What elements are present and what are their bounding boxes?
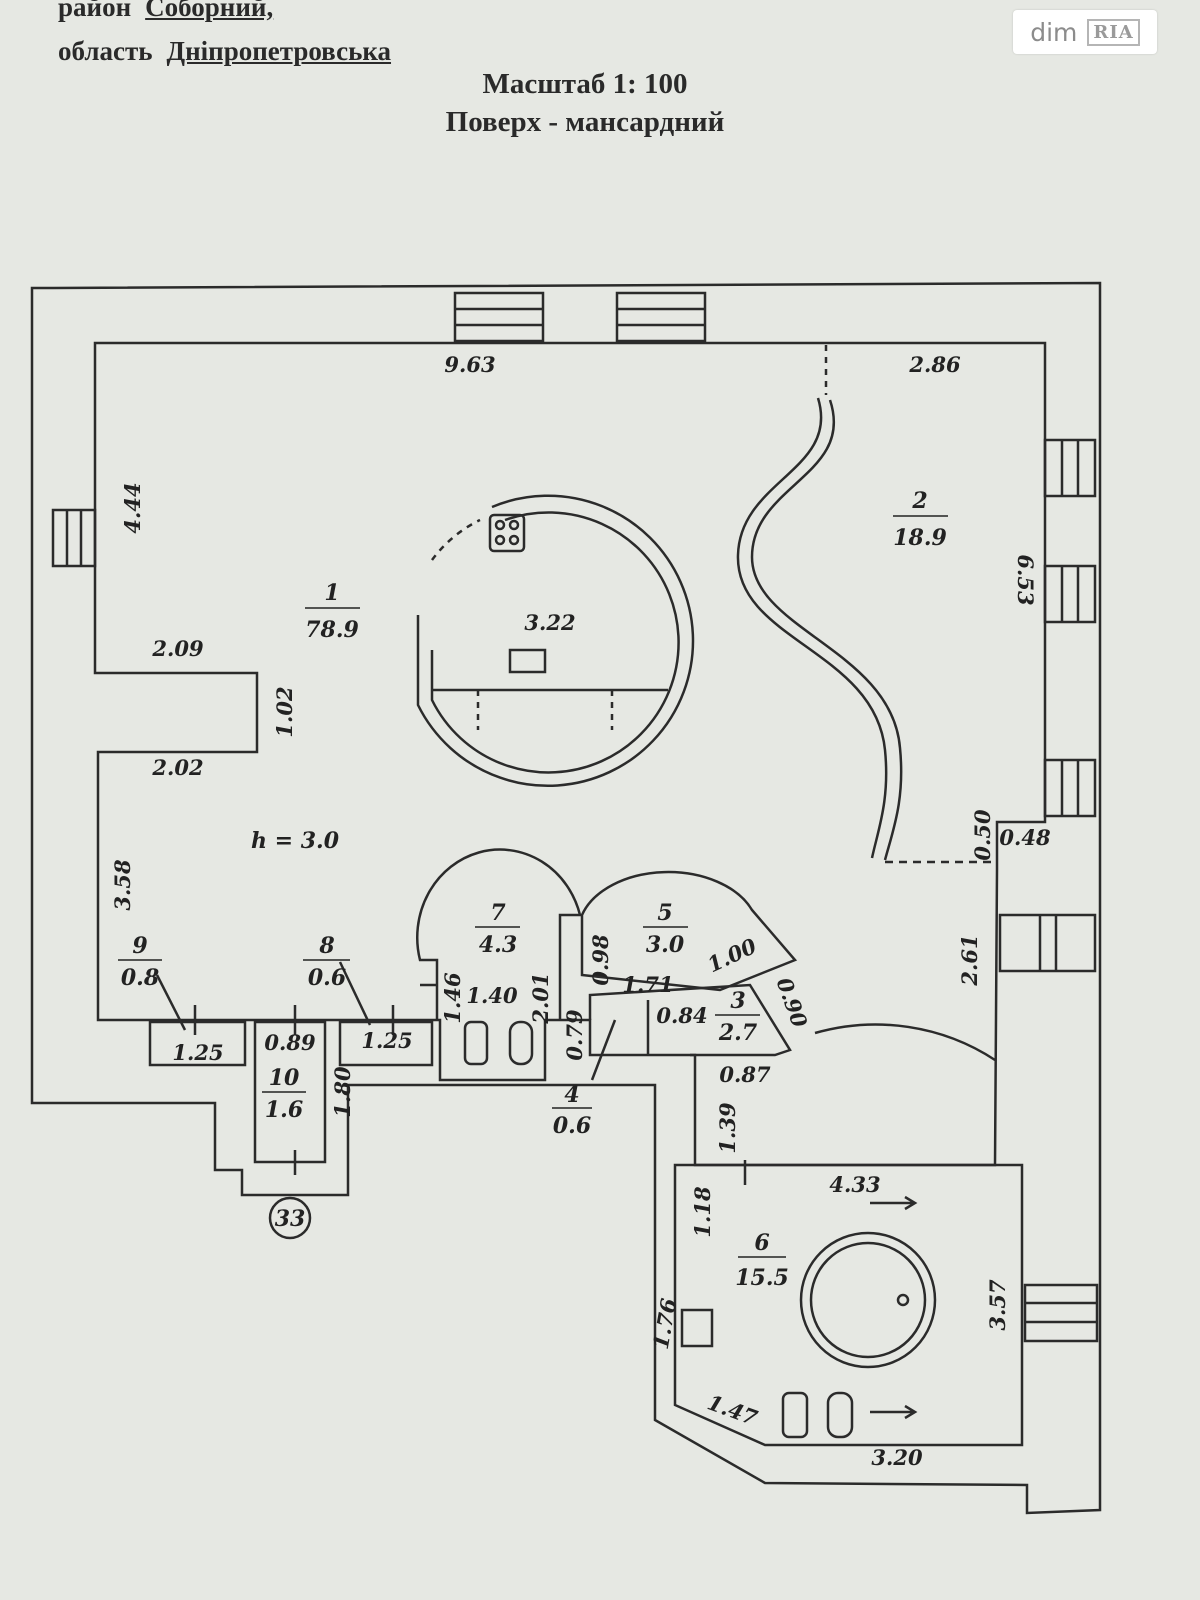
room-10-wall	[253, 1020, 327, 1164]
bathtub	[799, 1231, 937, 1369]
dimria-logo[interactable]: dim RIA	[1013, 10, 1157, 54]
scale-caption: Масштаб 1: 100	[482, 68, 688, 100]
window-right-3	[1043, 758, 1097, 818]
logo-text: dim	[1030, 17, 1078, 47]
window-right-4	[998, 913, 1097, 973]
room-5-number: 5	[657, 900, 672, 926]
room-8-wall	[338, 1020, 434, 1067]
room-10-area: 1.6	[265, 1097, 303, 1123]
dim-label: 0.87	[719, 1062, 771, 1087]
room-9-wall	[148, 1020, 247, 1067]
dim-label: 1.71	[622, 972, 673, 997]
dim-label: 9.63	[444, 352, 495, 377]
room-3-number: 3	[730, 988, 745, 1014]
room-7-wall	[415, 848, 582, 1020]
outer-wall	[30, 281, 1102, 1515]
dim-label: 0.79	[562, 1009, 587, 1061]
room-10-number: 10	[269, 1065, 300, 1091]
room-1-area: 78.9	[305, 617, 359, 643]
room-7-number: 7	[490, 900, 506, 926]
dim-label: 3.20	[871, 1445, 923, 1470]
stair-marker	[268, 1196, 312, 1240]
window-left	[51, 508, 97, 568]
stair-marker-label: 33	[275, 1206, 306, 1232]
bath-sink	[680, 1308, 714, 1348]
region-label: область	[58, 36, 153, 66]
kitchen-island	[430, 511, 680, 774]
toilet-6b	[826, 1391, 854, 1439]
room-3-area: 2.7	[718, 1020, 758, 1046]
dim-label: 0.50	[970, 809, 995, 861]
room-5-area: 3.0	[646, 932, 685, 958]
cooktop	[488, 513, 526, 553]
dim-label: 6.53	[1013, 554, 1038, 605]
dim-label: 2.02	[151, 755, 203, 780]
ceiling-height: h = 3.0	[251, 828, 340, 854]
room-7-area: 4.3	[479, 932, 517, 958]
dim-label: 1.25	[361, 1028, 412, 1053]
room-6-wall	[673, 1163, 1024, 1447]
inner-wall-main	[93, 341, 1047, 1167]
room-2-number: 2	[911, 488, 927, 514]
toilet-7a	[463, 1020, 489, 1066]
dim-label: 2.86	[908, 352, 961, 377]
room-8-number: 8	[318, 933, 334, 959]
kitchen-sink	[508, 648, 547, 674]
district-line: район Соборний,	[58, 0, 273, 23]
dim-label: 3.22	[524, 610, 575, 635]
room-3-4-wall	[588, 983, 792, 1057]
curved-partition	[736, 397, 888, 859]
room-1-number: 1	[324, 580, 339, 606]
dim-label: 0.90	[772, 974, 813, 1031]
room-4-number: 4	[564, 1082, 579, 1108]
dim-label: 1.40	[466, 983, 518, 1008]
room-8-area: 0.6	[308, 965, 346, 991]
window-right-1	[1043, 438, 1097, 498]
dim-label: 1.46	[440, 972, 465, 1024]
room-5-wall	[580, 870, 798, 992]
dim-label: 1.18	[690, 1186, 715, 1238]
dim-label: 2.61	[957, 934, 982, 986]
dim-label: 1.76	[648, 1296, 682, 1351]
dim-label: 0.84	[656, 1003, 707, 1028]
district-value: Соборний,	[145, 0, 274, 22]
window-right-5	[1023, 1283, 1099, 1343]
dim-label: 1.00	[703, 933, 760, 977]
dim-label: 3.58	[110, 859, 135, 911]
toilet-7b	[508, 1020, 534, 1066]
dim-label: 1.47	[704, 1389, 761, 1430]
window-top-2	[615, 291, 707, 343]
room-4-area: 0.6	[553, 1113, 591, 1139]
dim-label: 4.33	[829, 1172, 880, 1197]
dim-label: 0.98	[588, 934, 613, 986]
floor-caption: Поверх - мансардний	[445, 106, 725, 138]
dim-label: 0.89	[264, 1030, 316, 1055]
dim-label: 0.48	[999, 825, 1051, 850]
window-right-2	[1043, 564, 1097, 624]
dim-label: 1.80	[330, 1066, 355, 1118]
dim-label: 2.01	[528, 972, 553, 1024]
toilet-6a	[781, 1391, 809, 1439]
room-2-area: 18.9	[893, 525, 947, 551]
dim-label: 1.39	[715, 1102, 740, 1154]
room-9-number: 9	[132, 933, 147, 959]
room-6-number: 6	[754, 1230, 769, 1256]
room-9-area: 0.8	[121, 965, 159, 991]
region-value: Дніпропетровська	[166, 36, 392, 66]
window-top-1	[453, 291, 545, 343]
logo-badge: RIA	[1087, 18, 1140, 46]
dim-label: 3.57	[985, 1279, 1010, 1331]
district-label: район	[58, 0, 132, 22]
dim-label: 1.25	[172, 1040, 223, 1065]
room-6-area: 15.5	[735, 1265, 789, 1291]
dim-label: 4.44	[120, 482, 145, 533]
dim-label: 1.02	[272, 686, 297, 737]
region-line: область Дніпропетровська	[58, 36, 391, 67]
dim-label: 2.09	[151, 636, 204, 661]
